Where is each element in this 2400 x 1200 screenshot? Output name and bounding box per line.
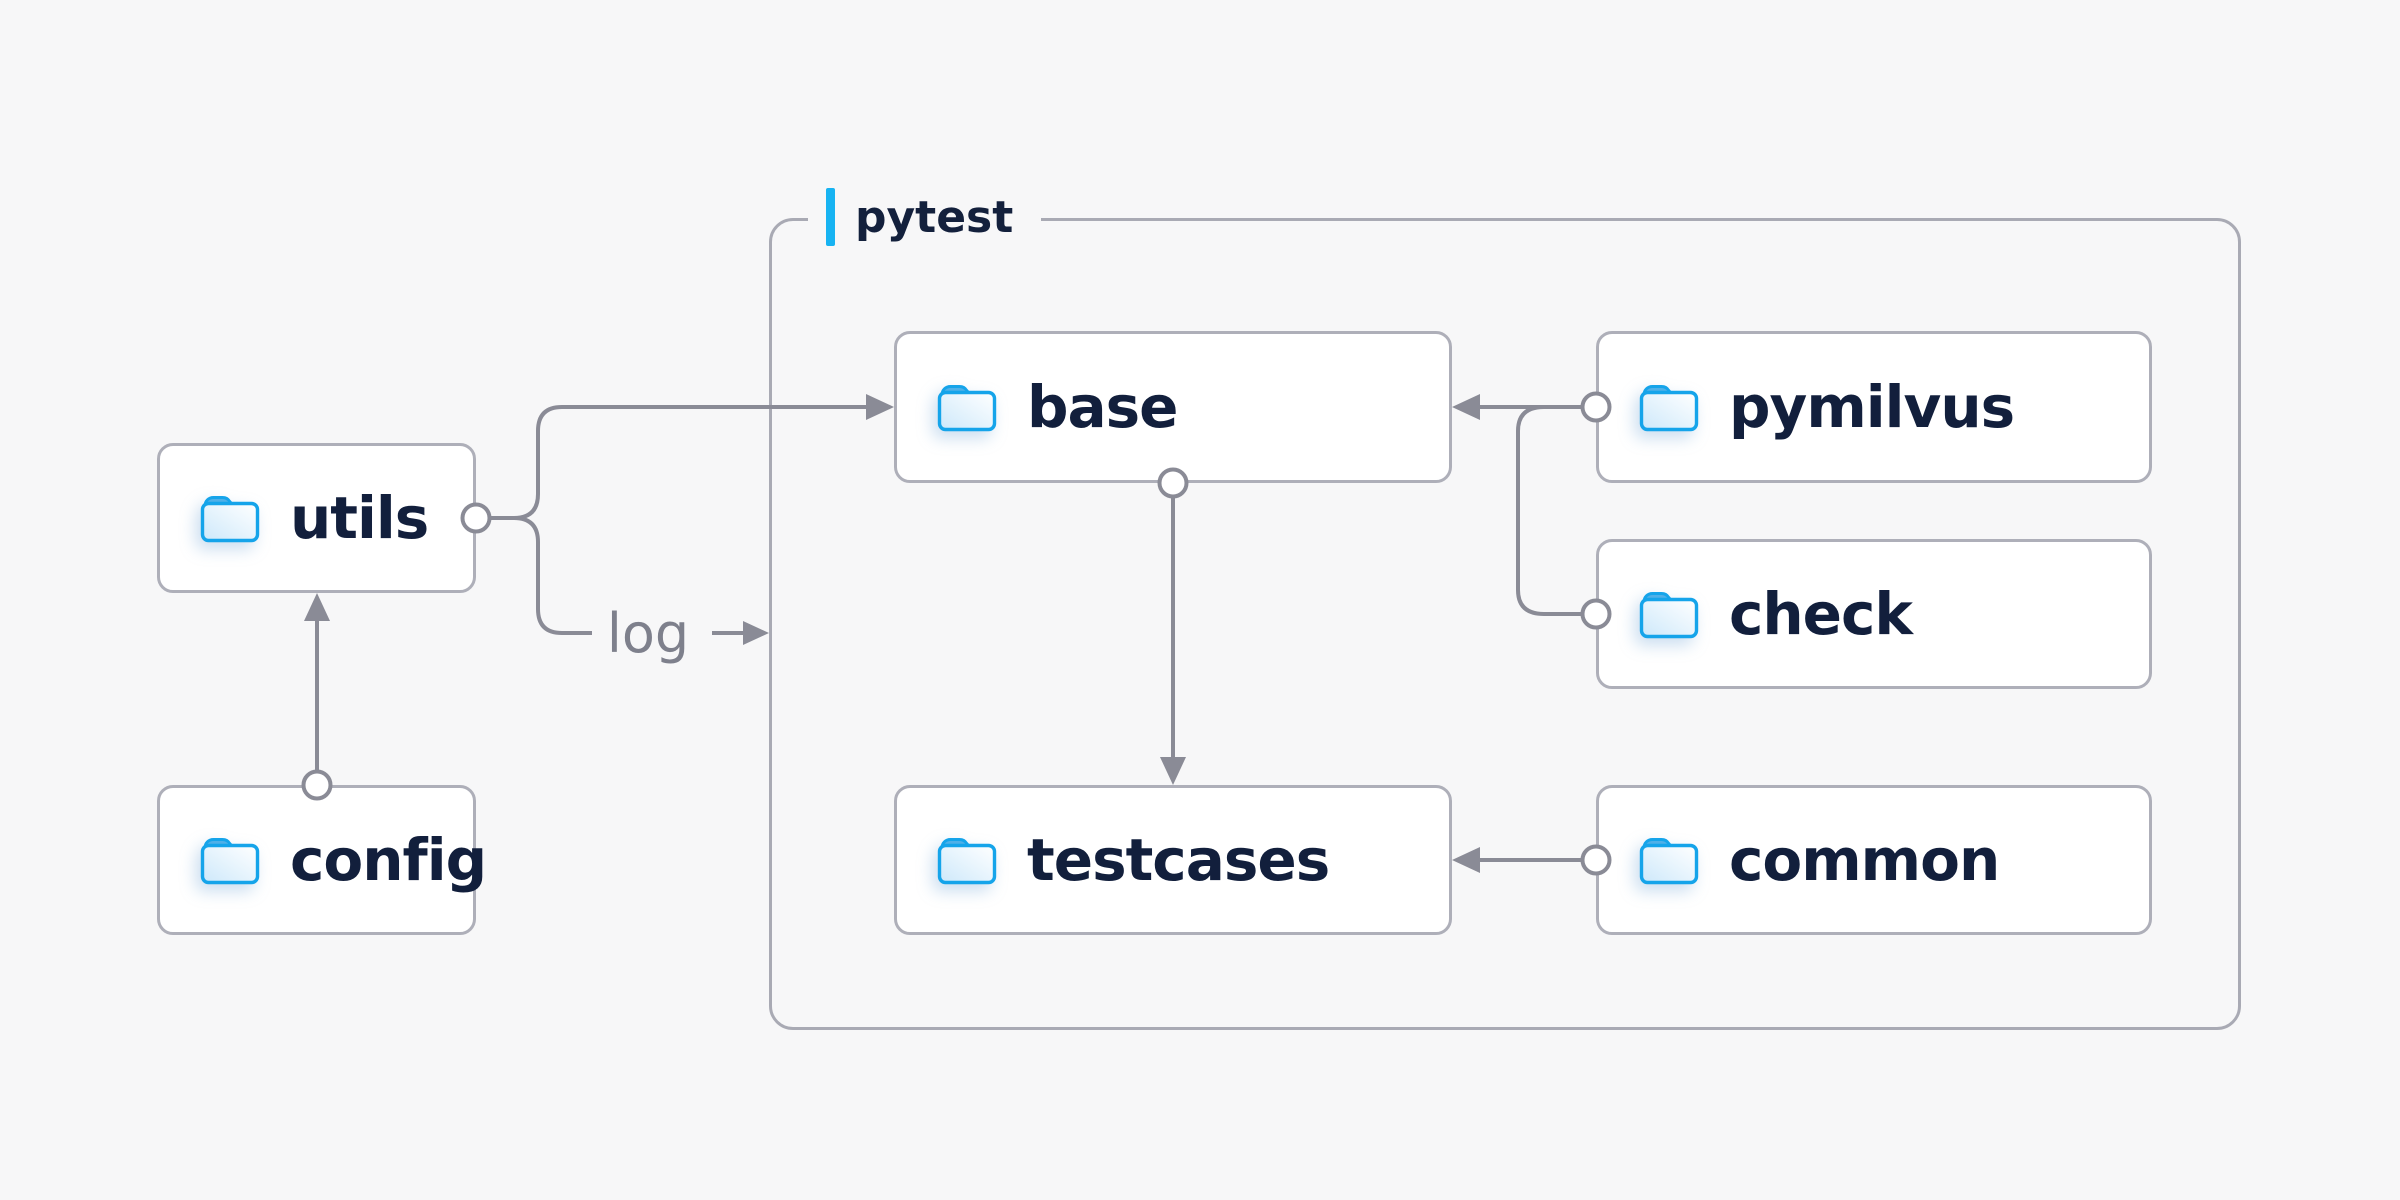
edge-label-log: log: [606, 601, 690, 665]
folder-label-base: base: [1027, 373, 1179, 441]
folder-node-config: config: [157, 785, 487, 935]
folder-node-check: check: [1596, 539, 2152, 689]
folder-icon: [1637, 381, 1701, 433]
folder-node-testcases: testcases: [894, 785, 1452, 935]
pytest-group-frame: [769, 218, 2241, 1030]
folder-label-pymilvus: pymilvus: [1729, 373, 2015, 441]
folder-icon: [935, 381, 999, 433]
folder-node-common: common: [1596, 785, 2152, 935]
folder-label-common: common: [1729, 826, 2000, 894]
folder-icon: [198, 492, 262, 544]
folder-icon: [198, 834, 262, 886]
edge-config-utils: [301, 593, 333, 801]
accent-bar-icon: [826, 188, 835, 246]
folder-label-testcases: testcases: [1027, 826, 1330, 894]
folder-node-pymilvus: pymilvus: [1596, 331, 2152, 483]
folder-node-utils: utils: [157, 443, 476, 593]
folder-icon: [1637, 834, 1701, 886]
folder-node-base: base: [894, 331, 1452, 483]
arrowhead-icon: [743, 621, 769, 645]
arrowhead-icon: [304, 593, 330, 621]
folder-icon: [935, 834, 999, 886]
folder-label-utils: utils: [290, 484, 429, 552]
folder-label-check: check: [1729, 580, 1913, 648]
folder-icon: [1637, 588, 1701, 640]
folder-label-config: config: [290, 826, 487, 894]
pytest-group-title: pytest: [855, 191, 1014, 243]
pytest-group-label: pytest: [808, 186, 1042, 248]
